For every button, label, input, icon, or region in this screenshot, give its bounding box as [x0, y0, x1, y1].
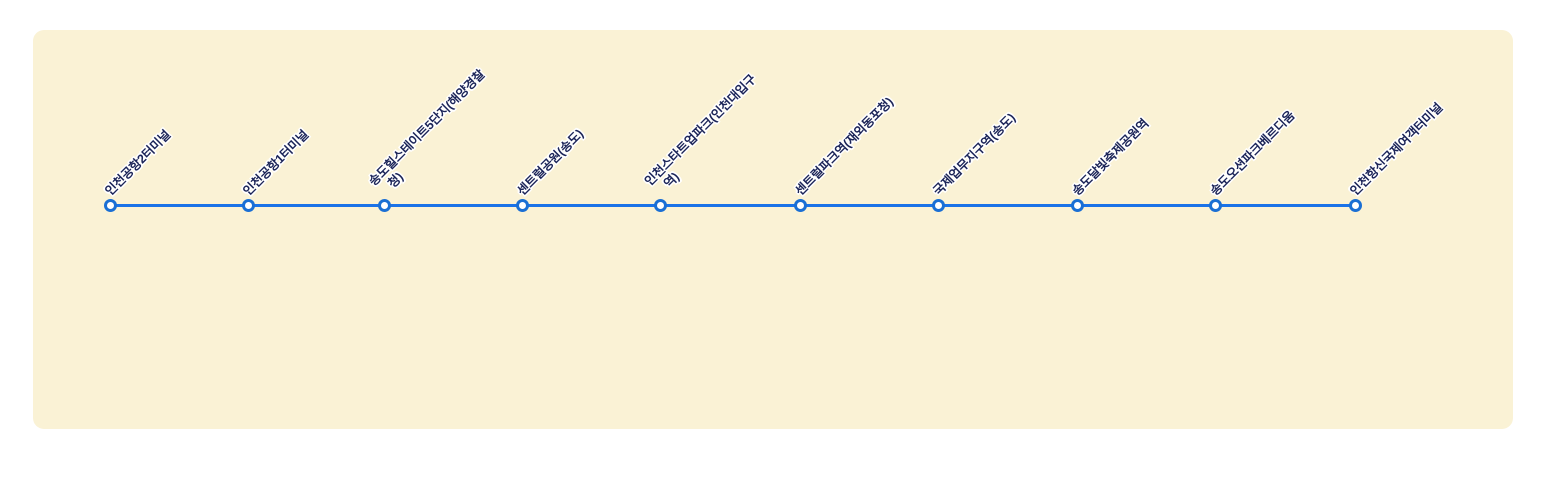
station-marker-icon[interactable]	[378, 199, 391, 212]
station-label-line1: 인천항신국제여객터미널	[1347, 100, 1446, 199]
station-label: 인천항신국제여객터미널	[1348, 101, 1446, 199]
station-marker-icon[interactable]	[654, 199, 667, 212]
station-marker-icon[interactable]	[104, 199, 117, 212]
station-label-line1: 송도오션파크베르디움	[1207, 108, 1298, 199]
station-label-line2: 역)	[661, 169, 682, 190]
station-label-line1: 센트럴공원(송도)	[514, 127, 587, 199]
station-marker-icon[interactable]	[1209, 199, 1222, 212]
station-label-line1: 송도달빛축제공원역	[1069, 116, 1152, 199]
station-label: 센트럴공원(송도)	[515, 127, 587, 199]
station-label: 송도오션파크베르디움	[1208, 109, 1298, 199]
station-marker-icon[interactable]	[516, 199, 529, 212]
station-label: 센트럴파크역(재외동포청)	[793, 95, 897, 199]
station-label: 국제업무지구역(송도)	[931, 111, 1019, 199]
station-label-line1: 인천스타트업파크(인천대입구	[642, 71, 759, 189]
station-label-line1: 송도힐스테이트5단지(해양경찰	[366, 66, 488, 189]
route-line	[110, 204, 1355, 207]
station-label-line1: 인천공항1터미널	[240, 127, 312, 199]
station-label-line1: 센트럴파크역(재외동포청)	[792, 95, 896, 199]
station-marker-icon[interactable]	[794, 199, 807, 212]
station-label-line2: 청)	[385, 169, 406, 190]
station-label-line1: 인천공항2터미널	[102, 127, 174, 199]
station-marker-icon[interactable]	[1071, 199, 1084, 212]
station-marker-icon[interactable]	[242, 199, 255, 212]
station-label-line1: 국제업무지구역(송도)	[930, 111, 1018, 199]
station-label: 인천공항2터미널	[103, 128, 174, 199]
station-marker-icon[interactable]	[1349, 199, 1362, 212]
station-label: 인천공항1터미널	[241, 128, 312, 199]
station-marker-icon[interactable]	[932, 199, 945, 212]
station-label: 송도달빛축제공원역	[1070, 117, 1152, 199]
